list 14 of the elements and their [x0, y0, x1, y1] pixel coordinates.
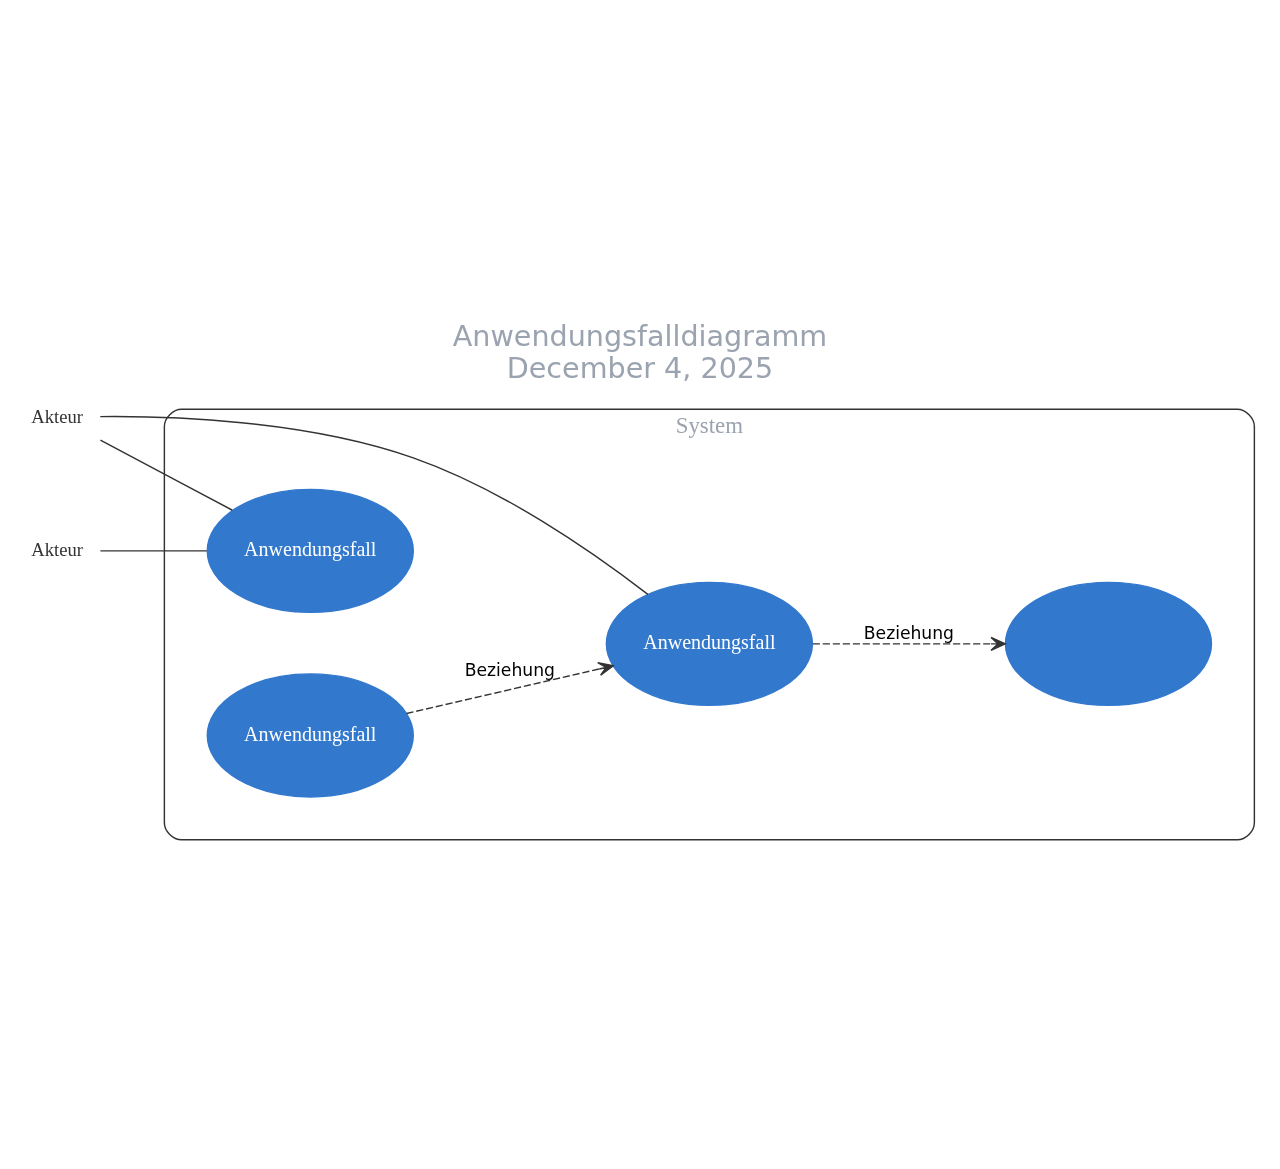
- connector: [99, 439, 234, 511]
- node-text: Akteur: [31, 405, 83, 427]
- node-ellipse: Anwendungsfall: [206, 488, 414, 614]
- arrow: [405, 662, 614, 715]
- arrow: [812, 636, 1007, 651]
- diagram-title: Anwendungsfalldiagramm: [452, 319, 828, 354]
- node-ellipse: Anwendungsfall: [605, 581, 814, 707]
- edge-label: Beziehung: [464, 660, 555, 681]
- edge-label: Beziehung: [863, 623, 955, 643]
- node-ellipse: Anwendungsfall: [206, 673, 414, 798]
- connector: [99, 415, 649, 596]
- node-text: Akteur: [31, 538, 83, 560]
- connector: [99, 550, 208, 552]
- node-ellipse: [1004, 581, 1213, 707]
